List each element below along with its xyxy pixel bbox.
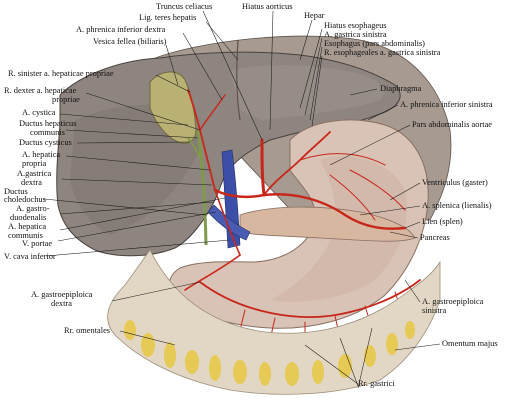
label-rr-gastrici: Rr. gastrici: [358, 379, 395, 388]
label-a-gastrica-dextra-2: dextra: [21, 178, 42, 187]
label-ductus-choledochus-2: choledochus: [4, 195, 46, 204]
label-ductus-choledochus-1: Ductus: [4, 187, 28, 196]
label-diaphragma: Diaphragma: [380, 84, 422, 93]
label-a-gastrica-dextra-1: A.gastrica: [17, 169, 52, 178]
label-a-gastroepiploica-sinistra-2: sinistra: [422, 306, 447, 315]
label-a-splenica: A. splenica (lienalis): [422, 201, 492, 210]
label-a-hepatica-propria-2: propria: [22, 159, 47, 168]
lig-teres-line: [236, 39, 241, 121]
label-a-phrenica-inf-dextra: A. phrenica inferior dextra: [76, 25, 166, 34]
liver-left-lobe: [230, 65, 384, 120]
cystic-duct: [187, 137, 201, 159]
label-a-phrenica-inf-sinistra: A. phrenica inferior sinistra: [400, 100, 493, 109]
label-v-cava-inferior: V. cava inferior: [4, 252, 56, 261]
label-lien: Lien (splen): [422, 217, 463, 226]
label-rr-omentales: Rr. omentales: [64, 326, 111, 335]
label-rr-esophageales: R. esophageales a. gastrica sinistra: [324, 48, 441, 57]
label-pars-abdominalis-aortae: Pars abdominalis aortae: [412, 120, 493, 129]
label-a-gastrica-sinistra: A. gastrica sinistra: [324, 30, 387, 39]
label-a-cystica: A. cystica: [22, 108, 56, 117]
label-a-gastroduodenalis-1: A. gastro-: [16, 204, 50, 213]
label-esophagus: Esophagus (pars abdominalis): [324, 39, 425, 48]
label-r-dexter-1: R. dexter a. hepaticae: [4, 86, 77, 95]
label-hiatus-esophageus: Hiatus esophageus: [324, 21, 387, 30]
label-a-hepatica-propria-1: A. hepatica: [22, 150, 61, 159]
label-ductus-hepaticus-1: Ductus hepaticus: [19, 119, 77, 128]
label-lig-teres-hepatis: Lig. teres hepatis: [139, 13, 197, 22]
label-vesica-fellea: Vesica fellea (biliaris): [93, 37, 167, 46]
omental-fat: [124, 320, 415, 386]
label-hiatus-aorticus: Hiatus aorticus: [242, 2, 293, 11]
gallbladder: [149, 71, 197, 144]
liver-shade: [70, 104, 200, 235]
common-bile-duct: [196, 129, 208, 246]
label-ductus-cysticus: Ductus cysticus: [19, 138, 72, 147]
label-ductus-hepaticus-2: communis: [30, 128, 65, 137]
leader-lines: [43, 10, 441, 389]
label-ventriculus: Ventriculus (gaster): [422, 178, 488, 187]
label-a-hepatica-communis-2: communis: [8, 231, 43, 240]
label-a-hepatica-communis-1: A. hepatica: [8, 222, 47, 231]
label-truncus-celiacus: Truncus celiacus: [156, 2, 213, 11]
label-v-portae: V. portae: [22, 239, 53, 248]
label-a-gastroepiploica-sinistra-1: A. gastroepiploica: [422, 297, 484, 306]
label-hepar: Hepar: [304, 11, 325, 20]
label-a-gastroepiploica-dextra-1: A. gastroepiploica: [31, 290, 93, 299]
label-pancreas: Pancreas: [420, 233, 450, 242]
label-omentum-majus: Omentum majus: [442, 339, 498, 348]
label-a-gastroduodenalis-2: duodenalis: [10, 213, 47, 222]
label-a-gastroepiploica-dextra-2: dextra: [51, 299, 72, 308]
label-r-sinister: R. sinister a. hepaticae propriae: [8, 69, 114, 78]
pancreas: [239, 206, 416, 242]
label-r-dexter-2: propriae: [52, 95, 80, 104]
